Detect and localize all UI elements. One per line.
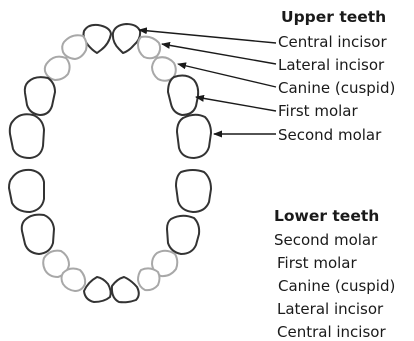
upper-arch — [10, 24, 211, 158]
arrow-first-molar — [196, 97, 276, 111]
lower-teeth-labels: Lower teeth Second molar First molar Can… — [274, 207, 395, 341]
upper-lateral-incisor-right — [138, 37, 160, 59]
upper-central-incisor-right — [113, 24, 140, 53]
lower-label-central-incisor: Central incisor — [277, 323, 386, 341]
upper-first-molar-right — [168, 76, 198, 115]
lower-second-molar-right — [176, 170, 211, 212]
upper-first-molar-left — [25, 77, 55, 115]
upper-label-first-molar: First molar — [278, 102, 358, 120]
lower-label-lateral-incisor: Lateral incisor — [277, 300, 384, 318]
lower-first-molar-right — [167, 216, 199, 254]
arrow-central-incisor — [139, 30, 276, 43]
lower-second-molar-left — [9, 170, 44, 212]
lower-label-second-molar: Second molar — [274, 231, 378, 249]
lower-central-incisor-right — [112, 277, 139, 302]
upper-lateral-incisor-left — [62, 35, 86, 59]
upper-label-central-incisor: Central incisor — [278, 33, 387, 51]
upper-teeth-labels: Upper teeth Central incisor Lateral inci… — [278, 8, 395, 144]
lower-lateral-incisor-right — [138, 268, 160, 290]
upper-teeth-heading: Upper teeth — [281, 8, 386, 26]
upper-second-molar-right — [177, 115, 211, 158]
upper-label-lateral-incisor: Lateral incisor — [278, 56, 385, 74]
lower-arch — [9, 170, 211, 302]
lower-label-first-molar: First molar — [277, 254, 357, 272]
upper-label-second-molar: Second molar — [278, 126, 382, 144]
upper-central-incisor-left — [84, 25, 112, 53]
arrow-lateral-incisor — [162, 44, 276, 64]
upper-second-molar-left — [10, 114, 44, 158]
lower-teeth-heading: Lower teeth — [274, 207, 379, 225]
lower-central-incisor-left — [84, 277, 111, 302]
lower-lateral-incisor-left — [62, 269, 86, 291]
upper-label-canine: Canine (cuspid) — [278, 79, 395, 97]
upper-canine-left — [45, 57, 70, 80]
lower-label-canine: Canine (cuspid) — [278, 277, 395, 295]
lower-first-molar-left — [22, 215, 54, 254]
